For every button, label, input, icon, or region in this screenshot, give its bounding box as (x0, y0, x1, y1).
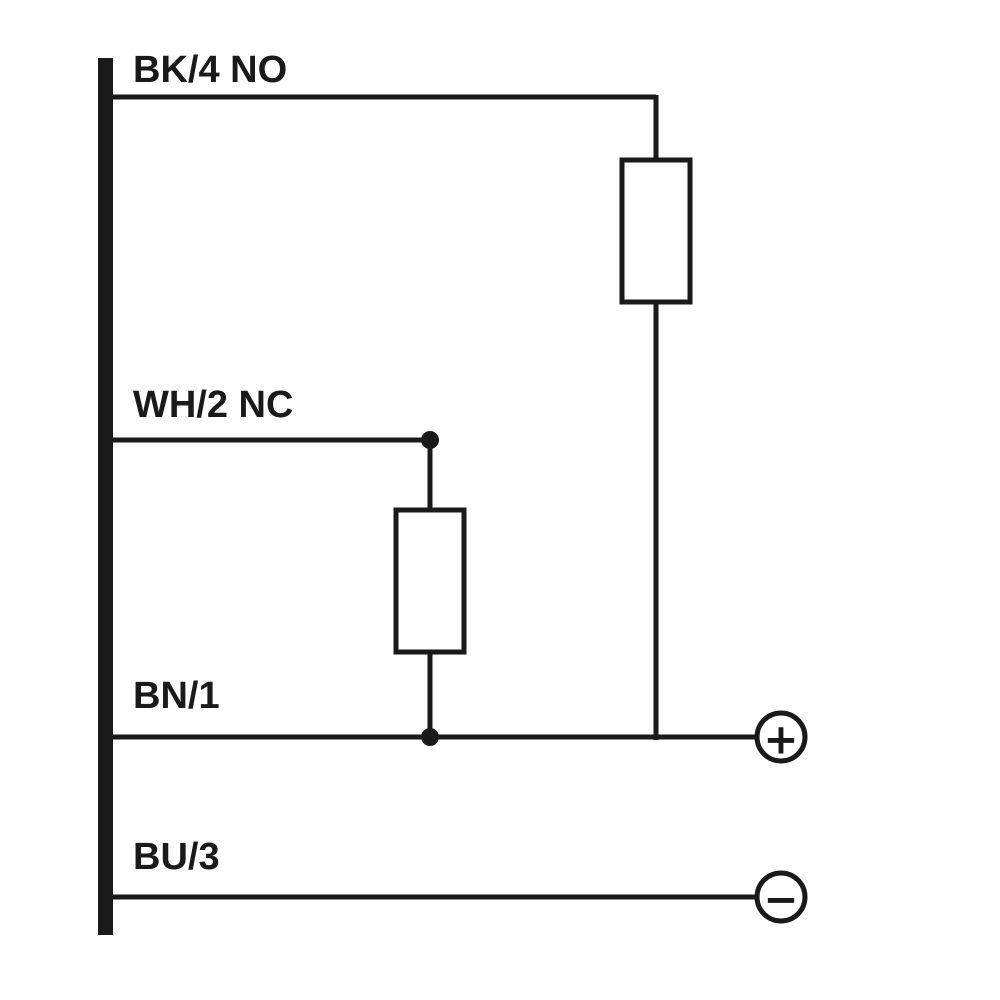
terminal-positive-circle (754, 710, 808, 764)
load-resistor-2 (393, 507, 467, 655)
wire-label-bn1: BN/1 (133, 675, 220, 717)
bus-bar (98, 58, 113, 935)
terminal-positive-symbol: + (763, 715, 798, 764)
wire-label-bk4-no: BK/4 NO (133, 49, 287, 91)
load-resistor-1 (619, 157, 693, 305)
terminal-negative-circle (754, 870, 808, 924)
wire-label-wh2-nc: WH/2 NC (133, 384, 293, 426)
terminal-negative-symbol: − (763, 875, 798, 924)
wire-label-bu3: BU/3 (133, 836, 220, 878)
